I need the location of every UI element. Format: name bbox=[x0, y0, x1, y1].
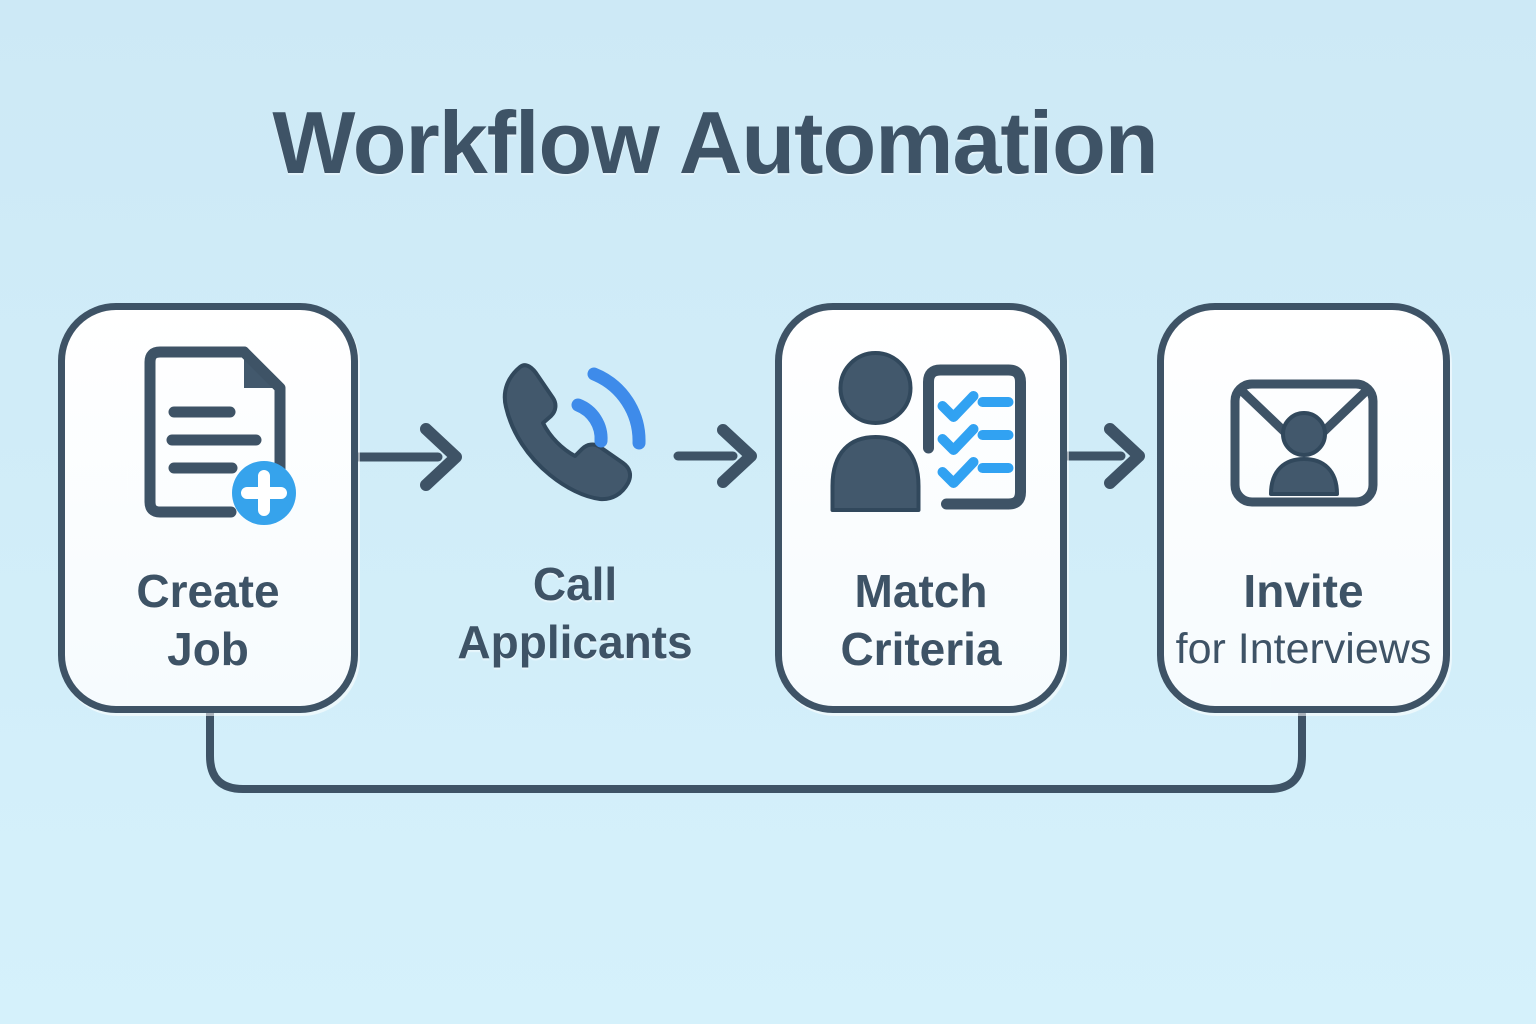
phone-call-icon bbox=[502, 363, 646, 502]
step-label-line1: Invite bbox=[1243, 565, 1364, 617]
person-body bbox=[830, 435, 921, 512]
step-label-line2: Job bbox=[167, 623, 249, 675]
step-label-line1: Call bbox=[532, 558, 618, 610]
feedback-loop-line bbox=[206, 706, 1306, 793]
step-call-applicants: Call Applicants bbox=[430, 303, 720, 713]
step-label-line2: Applicants bbox=[457, 616, 693, 668]
step-label: Call Applicants bbox=[400, 555, 750, 671]
step-label-line1: Match bbox=[854, 565, 988, 617]
person-shoulders bbox=[1268, 457, 1339, 496]
person-head bbox=[1280, 411, 1327, 457]
step-label-line2: Criteria bbox=[840, 623, 1002, 675]
arrow-1 bbox=[352, 423, 462, 491]
step-label: Match Criteria bbox=[752, 562, 1090, 678]
step-create-job: Create Job bbox=[58, 303, 358, 713]
arrow-3 bbox=[1062, 423, 1145, 489]
diagram-title: Workflow Automation bbox=[272, 93, 1158, 192]
envelope-person-icon bbox=[1230, 379, 1377, 507]
person-head bbox=[838, 351, 913, 425]
step-label: Create Job bbox=[35, 562, 381, 678]
step-label-line1: Create bbox=[136, 565, 280, 617]
step-invite-for-interviews: Invite for Interviews bbox=[1157, 303, 1450, 713]
person-checklist-icon bbox=[830, 351, 1026, 512]
step-match-criteria: Match Criteria bbox=[775, 303, 1067, 713]
arrow-2 bbox=[673, 424, 757, 488]
step-label: Invite for Interviews bbox=[1134, 562, 1473, 678]
document-plus-icon bbox=[144, 346, 296, 525]
step-label-line2: for Interviews bbox=[1175, 625, 1432, 673]
